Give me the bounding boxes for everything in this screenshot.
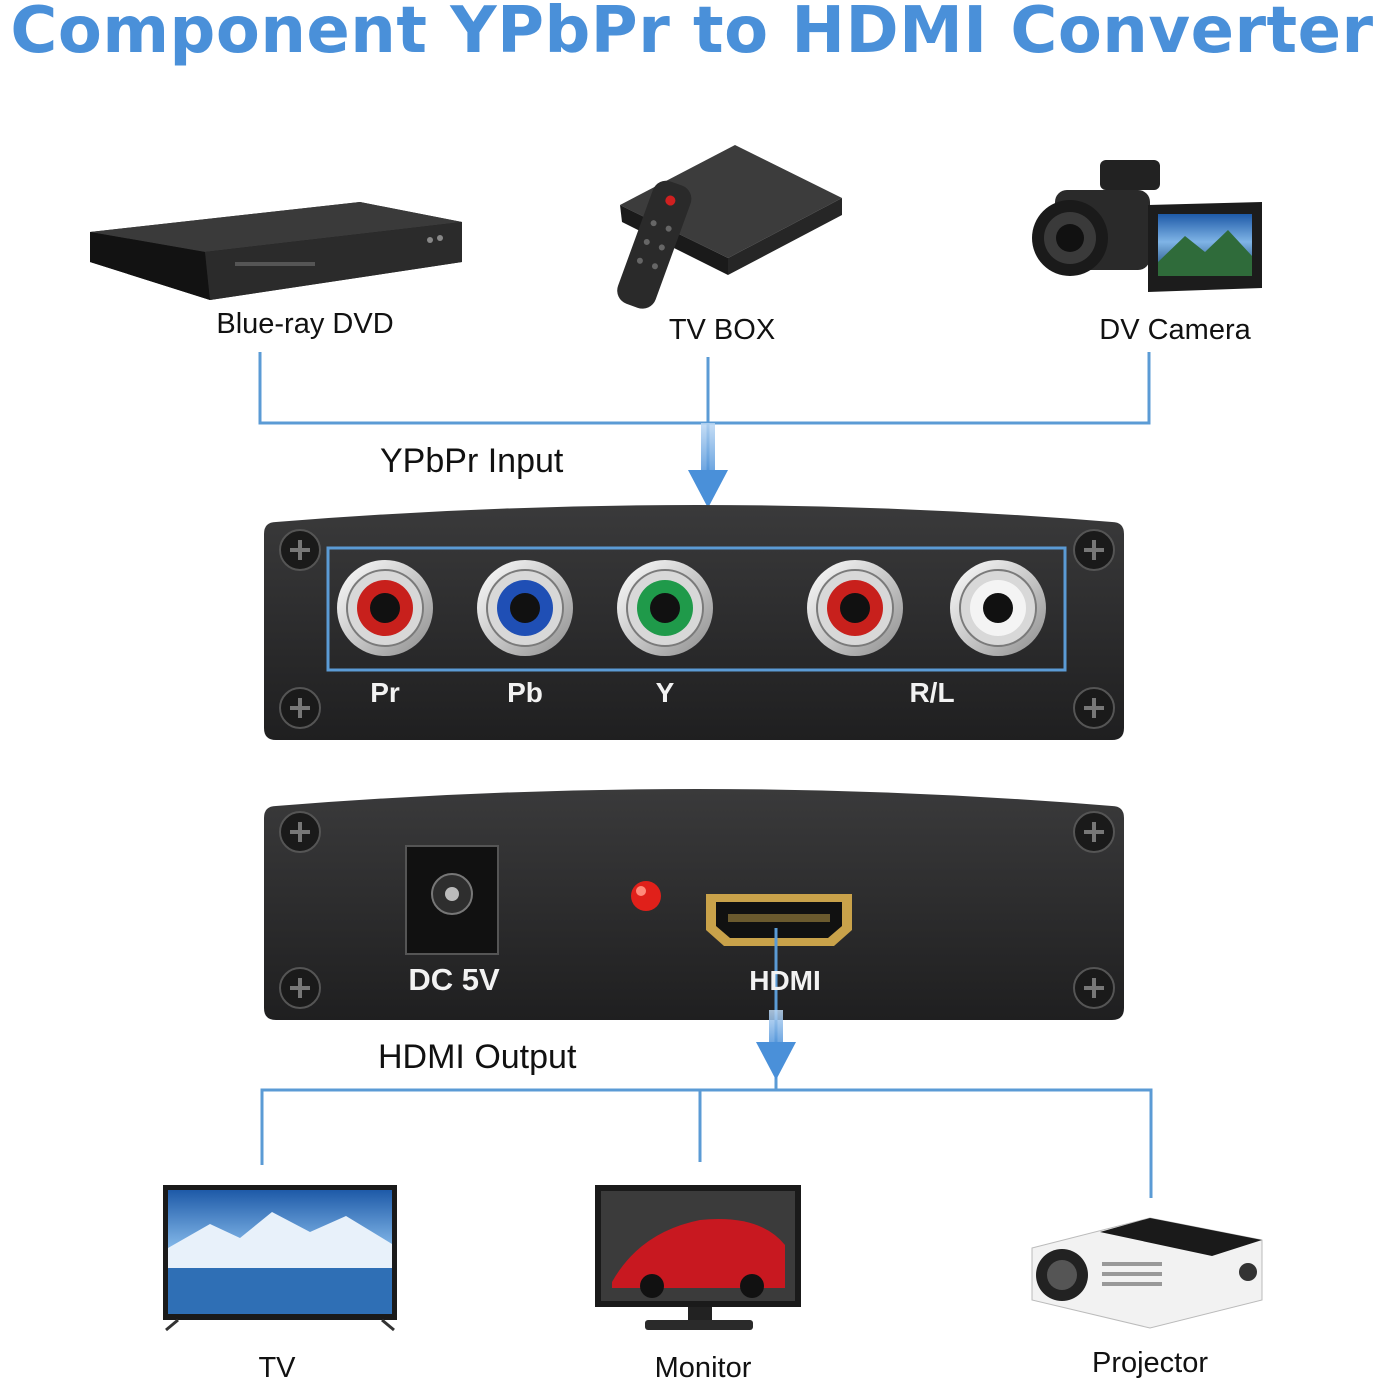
rca-jack-icon: [337, 560, 433, 656]
tv-box-icon: [617, 145, 842, 309]
output-arrow-icon: [756, 1010, 796, 1080]
rca-jack-icon: [617, 560, 713, 656]
screw-icon: [279, 967, 321, 1009]
hdmi-port-label: HDMI: [749, 965, 821, 996]
rca-jack-icon: [807, 560, 903, 656]
bluray-player-icon: [90, 202, 462, 300]
display-label-projector: Projector: [1091, 1347, 1209, 1379]
port-label-rl: R/L: [909, 677, 955, 708]
screw-icon: [279, 811, 321, 853]
output-panel: [264, 789, 1124, 1020]
hdmi-port-icon: [706, 894, 852, 946]
output-section-label: HDMI Output: [378, 1038, 577, 1076]
screw-icon: [279, 687, 321, 729]
rca-jack-icon: [477, 560, 573, 656]
source-label-dv-camera: DV Camera: [1099, 314, 1251, 346]
screw-icon: [1073, 529, 1115, 571]
power-jack-icon: [405, 845, 499, 955]
power-port-label: DC 5V: [408, 962, 500, 997]
camcorder-icon: [1032, 160, 1262, 292]
screw-icon: [1073, 811, 1115, 853]
panel-screws: [279, 811, 1115, 1009]
source-label-tv-box: TV BOX: [668, 314, 776, 346]
input-jacks: [337, 560, 1046, 656]
display-label-tv: TV: [258, 1352, 296, 1384]
screw-icon: [1073, 967, 1115, 1009]
page-title: Component YPbPr to HDMI Converter: [10, 0, 1374, 68]
screw-icon: [1073, 687, 1115, 729]
port-label-pr: Pr: [370, 677, 400, 708]
source-label-bluray: Blue-ray DVD: [216, 308, 394, 340]
input-ports-frame: [326, 546, 1067, 672]
projector-icon: [1031, 1217, 1263, 1329]
screw-icon: [279, 529, 321, 571]
display-label-monitor: Monitor: [654, 1352, 752, 1384]
input-section-label: YPbPr Input: [380, 442, 564, 480]
panel-screws: [279, 529, 1115, 729]
tv-icon: [163, 1185, 397, 1332]
input-arrow-icon: [688, 423, 728, 508]
monitor-icon: [595, 1185, 801, 1330]
port-label-y: Y: [655, 677, 675, 708]
rca-jack-icon: [950, 560, 1046, 656]
power-led-icon: [631, 881, 661, 911]
port-label-pb: Pb: [507, 677, 543, 708]
